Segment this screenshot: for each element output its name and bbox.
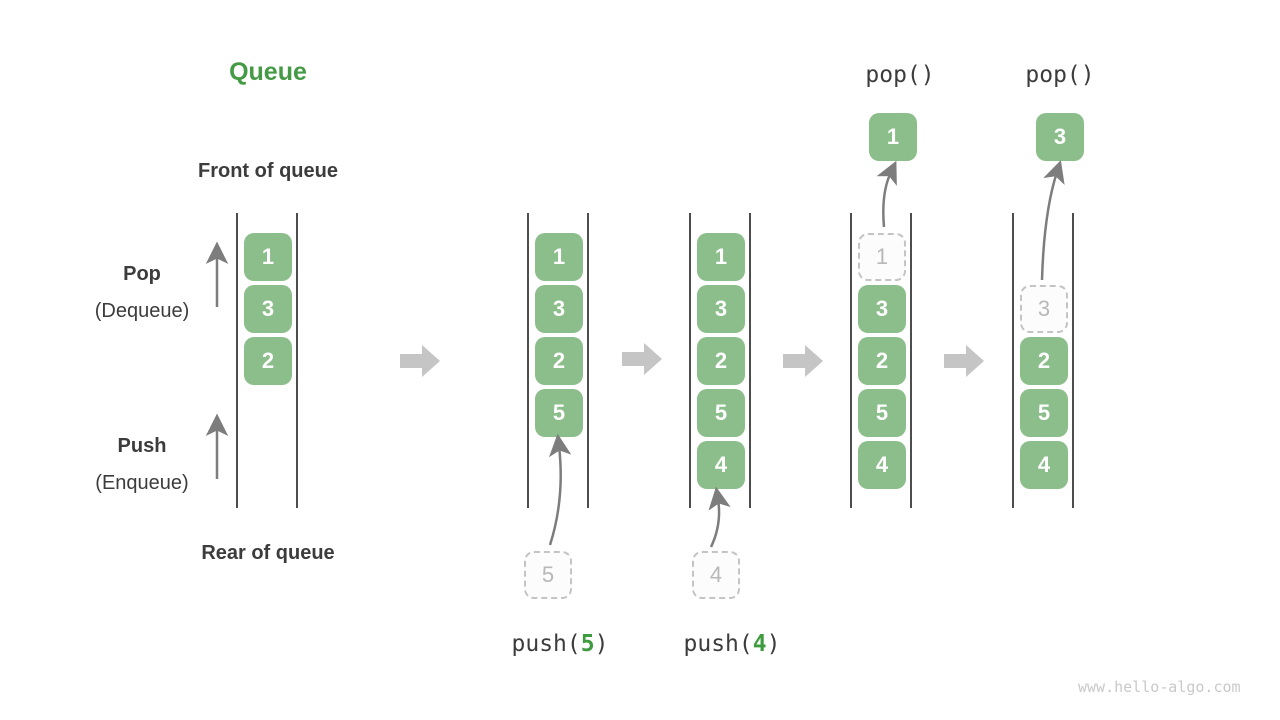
queue-state-3: 1 3 2 5 4 xyxy=(689,213,751,508)
queue-item: 1 xyxy=(244,233,292,281)
push-5-prefix: push( xyxy=(511,631,581,657)
queue-item: 2 xyxy=(697,337,745,385)
queue-item: 3 xyxy=(858,285,906,333)
push-4-prefix: push( xyxy=(683,631,753,657)
pop-side-label: Pop (Dequeue) xyxy=(62,256,222,330)
queue-state-5: 3 2 5 4 xyxy=(1012,213,1074,508)
queue-item: 2 xyxy=(1020,337,1068,385)
dequeue-label: (Dequeue) xyxy=(94,300,190,322)
queue-item: 4 xyxy=(697,441,745,489)
enqueue-label: (Enqueue) xyxy=(95,472,189,494)
queue-item: 4 xyxy=(1020,441,1068,489)
queue-item: 3 xyxy=(535,285,583,333)
pending-push-item-4: 4 xyxy=(692,551,740,599)
queue-state-1: 1 3 2 xyxy=(236,213,298,508)
pending-push-item-5: 5 xyxy=(524,551,572,599)
push-4-operation-label: push(4) xyxy=(672,631,792,657)
queue-item: 4 xyxy=(858,441,906,489)
watermark: www.hello-algo.com xyxy=(1078,678,1241,696)
flow-arrow-icon xyxy=(400,345,440,377)
push-4-suffix: ) xyxy=(766,631,781,657)
queue-state-2: 1 3 2 5 xyxy=(527,213,589,508)
push-5-arg: 5 xyxy=(580,631,595,657)
removed-queue-item: 3 xyxy=(1020,285,1068,333)
removed-queue-item: 1 xyxy=(858,233,906,281)
pop-label: Pop xyxy=(123,263,161,285)
queue-item: 1 xyxy=(697,233,745,281)
queue-item: 5 xyxy=(535,389,583,437)
front-of-queue-label: Front of queue xyxy=(198,160,338,182)
queue-item: 1 xyxy=(535,233,583,281)
queue-item: 2 xyxy=(858,337,906,385)
queue-item: 2 xyxy=(535,337,583,385)
queue-item: 5 xyxy=(1020,389,1068,437)
push-5-suffix: ) xyxy=(594,631,609,657)
push-label: Push xyxy=(117,435,167,457)
queue-state-4: 1 3 2 5 4 xyxy=(850,213,912,508)
queue-item: 3 xyxy=(697,285,745,333)
flow-arrow-icon xyxy=(783,345,823,377)
flow-arrow-icon xyxy=(944,345,984,377)
queue-item: 3 xyxy=(244,285,292,333)
diagram-title: Queue xyxy=(229,58,307,86)
queue-item: 5 xyxy=(697,389,745,437)
rear-of-queue-label: Rear of queue xyxy=(201,542,335,564)
pop-operation-label-1: pop() xyxy=(865,62,935,88)
queue-item: 5 xyxy=(858,389,906,437)
flow-arrow-icon xyxy=(622,343,662,375)
popped-item-3: 3 xyxy=(1036,113,1084,161)
push-4-arg: 4 xyxy=(752,631,767,657)
popped-item-1: 1 xyxy=(869,113,917,161)
queue-item: 2 xyxy=(244,337,292,385)
pop-operation-label-2: pop() xyxy=(1025,62,1095,88)
push-side-label: Push (Enqueue) xyxy=(62,428,222,502)
push-5-operation-label: push(5) xyxy=(500,631,620,657)
